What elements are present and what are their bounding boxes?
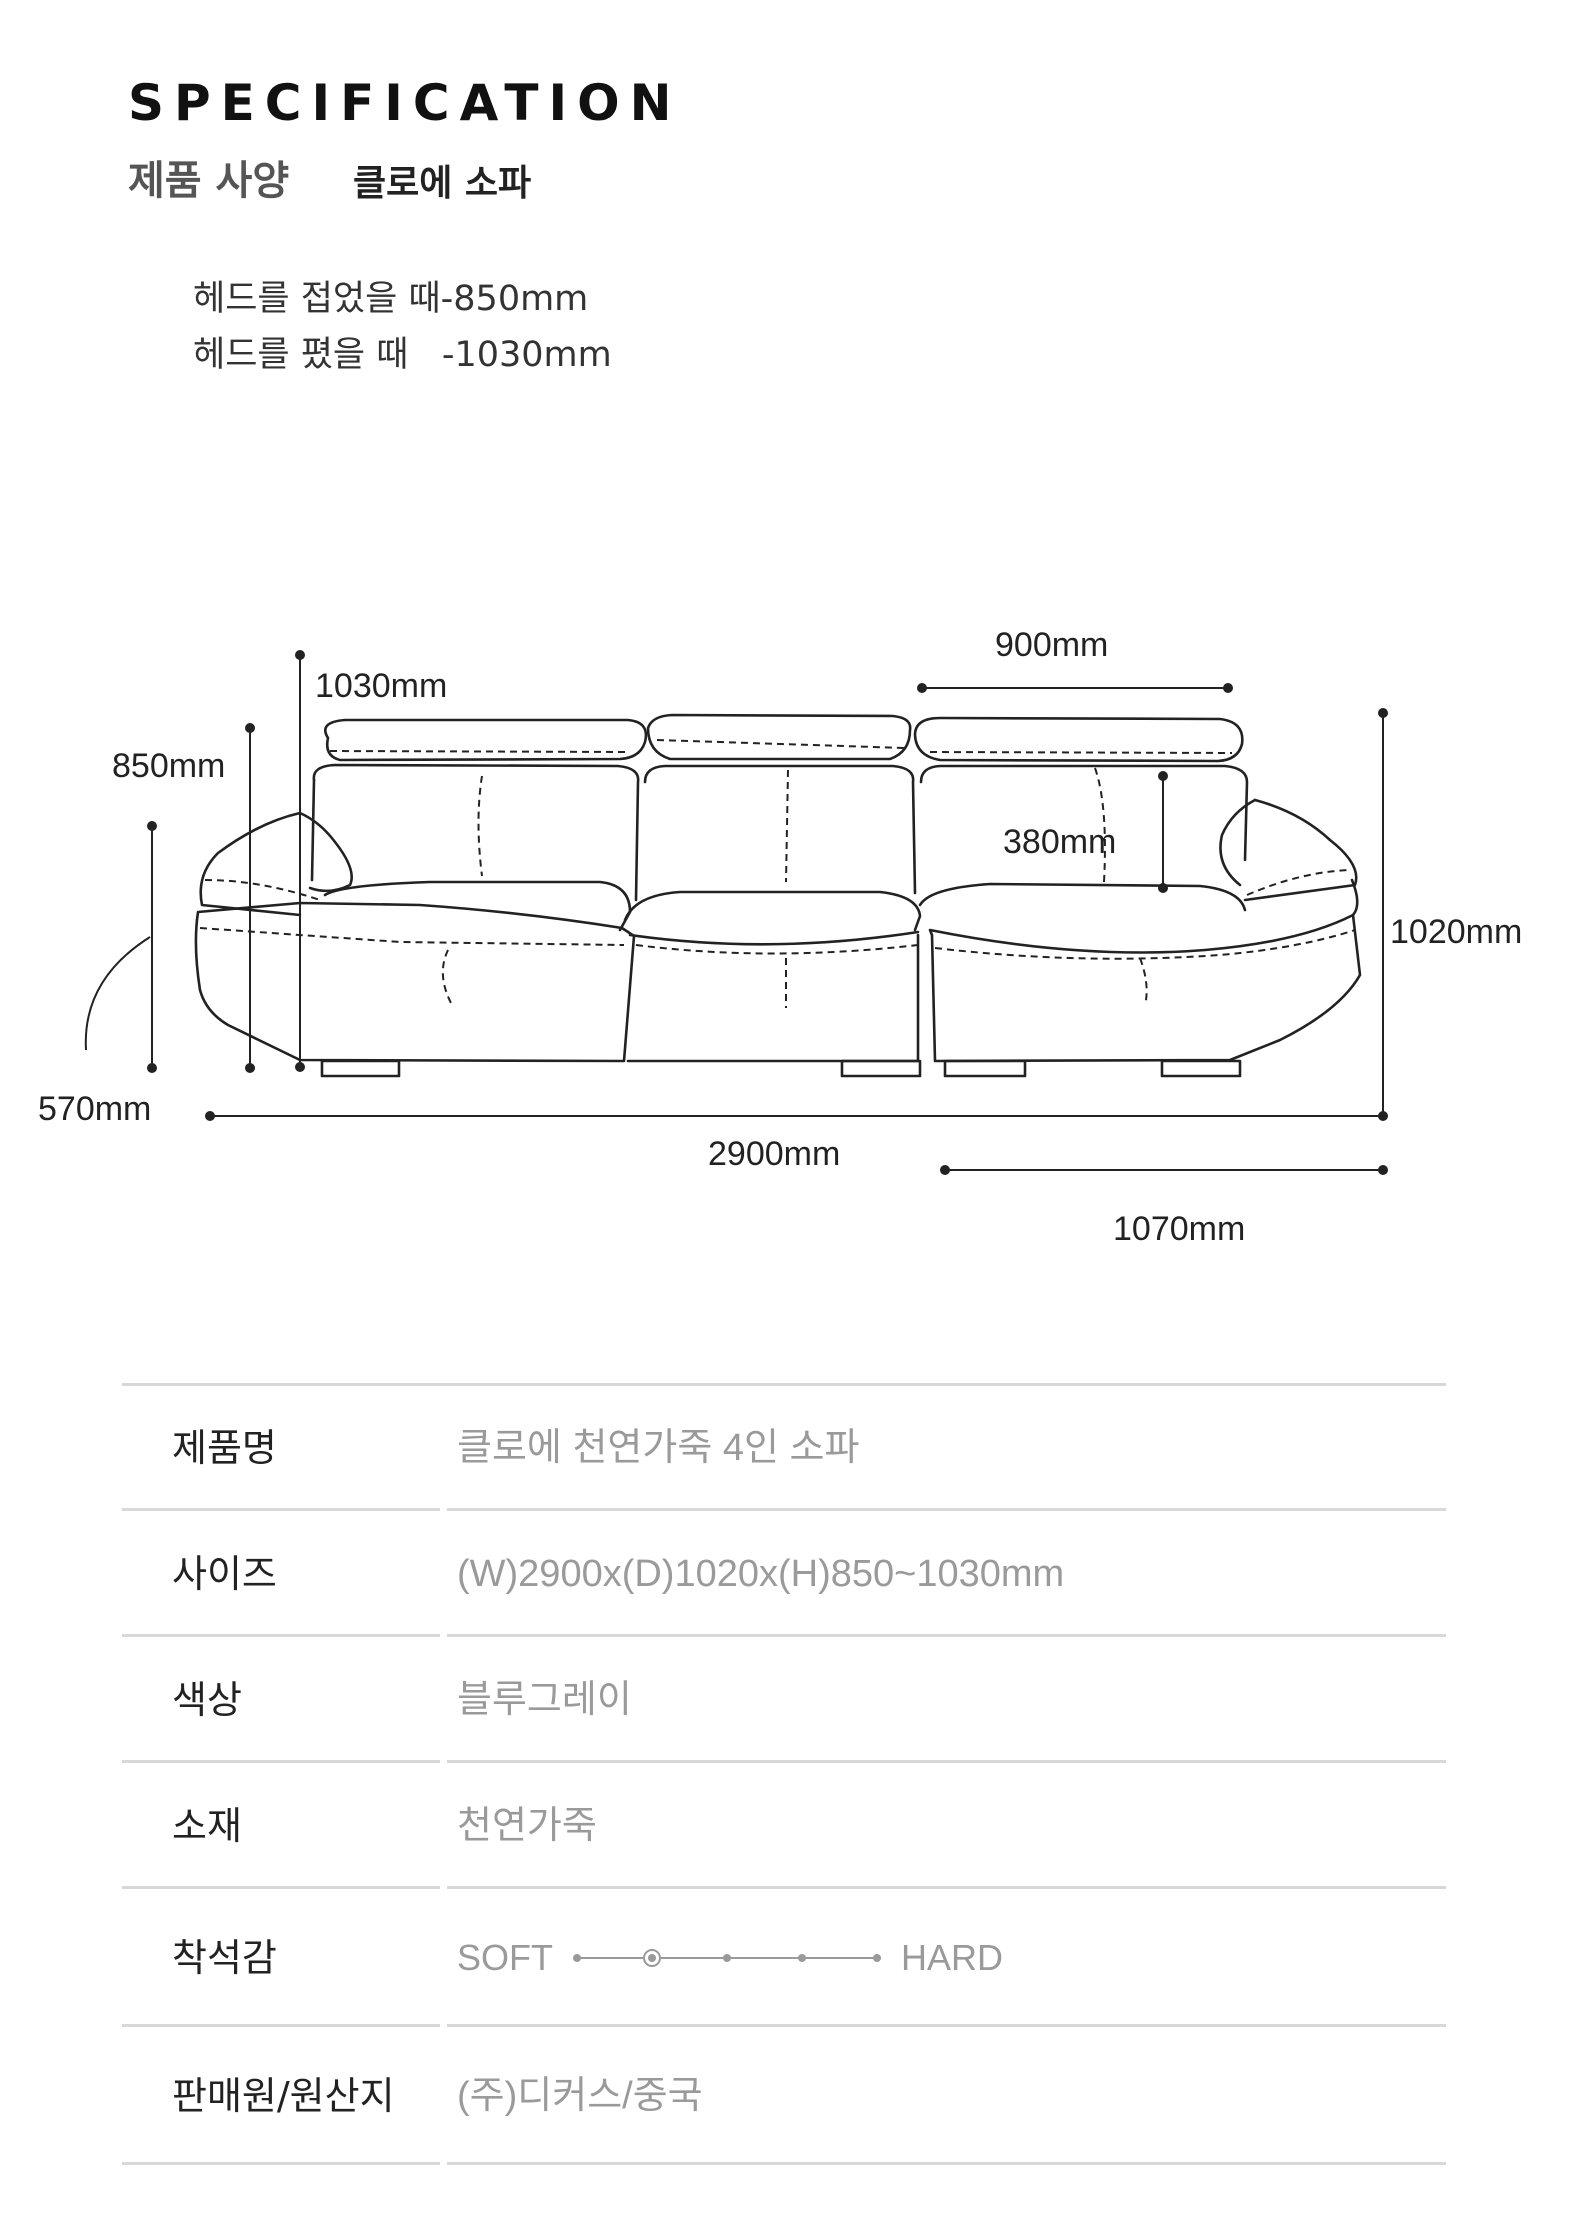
firmness-track	[573, 1949, 881, 1967]
note-folded: 헤드를 접었을 때-850mm	[193, 279, 589, 319]
spec-row-material: 소재 천연가죽	[122, 1763, 1446, 1889]
spec-key: 사이즈	[172, 1552, 277, 1596]
dim-back-depth: 380mm	[1003, 823, 1116, 861]
spec-key: 제품명	[172, 1426, 277, 1470]
page-title: SPECIFICATION	[128, 74, 682, 132]
spec-row-firmness: 착석감 SOFT HARD	[122, 1889, 1446, 2027]
spec-value: 천연가죽	[457, 1805, 597, 1847]
spec-key: 착석감	[172, 1936, 277, 1980]
spec-row-size: 사이즈 (W)2900x(D)1020x(H)850~1030mm	[122, 1511, 1446, 1637]
spec-value: (W)2900x(D)1020x(H)850~1030mm	[457, 1553, 1065, 1595]
section-subtitle: 제품 사양	[128, 158, 290, 204]
firmness-scale: SOFT HARD	[457, 1889, 1003, 2027]
headrest-left	[324, 718, 648, 762]
spec-row-color: 색상 블루그레이	[122, 1637, 1446, 1763]
dim-width: 2900mm	[708, 1135, 840, 1173]
firmness-soft-label: SOFT	[457, 1937, 553, 1978]
dim-seat-width: 1070mm	[1113, 1210, 1245, 1248]
dim-seat-height: 570mm	[38, 1090, 151, 1128]
product-short-name: 클로에 소파	[353, 163, 532, 204]
sofa-dimension-drawing: 1030mm 850mm 570mm 900mm 380mm 1020mm 29…	[38, 626, 1522, 1248]
dim-head-down-height: 850mm	[112, 747, 225, 785]
spec-value: 블루그레이	[457, 1679, 632, 1721]
spec-value: 클로에 천연가죽 4인 소파	[457, 1427, 860, 1469]
spec-value: (주)디커스/중국	[457, 2075, 703, 2117]
firmness-level-dot	[798, 1954, 806, 1962]
spec-table-top-rule	[122, 1383, 1446, 1386]
headrest-right	[913, 716, 1244, 763]
spec-table: 제품명 클로에 천연가죽 4인 소파 사이즈 (W)2900x(D)1020x(…	[122, 1385, 1446, 2165]
firmness-level-dot	[648, 1954, 656, 1962]
note-unfolded: 헤드를 폈을 때 -1030mm	[193, 335, 612, 375]
headrest-center	[646, 713, 912, 761]
spec-key: 소재	[172, 1804, 242, 1848]
spec-key: 색상	[172, 1678, 242, 1722]
spec-row-name: 제품명 클로에 천연가죽 4인 소파	[122, 1385, 1446, 1511]
dim-depth: 1020mm	[1390, 913, 1522, 951]
dim-head-up-height: 1030mm	[315, 667, 447, 705]
spec-key: 판매원/원산지	[172, 2074, 395, 2118]
sofa-base-outline	[194, 901, 636, 1063]
firmness-level-dot	[873, 1954, 881, 1962]
firmness-level-dot	[723, 1954, 731, 1962]
firmness-hard-label: HARD	[901, 1937, 1004, 1978]
firmness-level-dot	[573, 1954, 581, 1962]
spec-row-origin: 판매원/원산지 (주)디커스/중국	[122, 2027, 1446, 2165]
dim-head-width: 900mm	[995, 626, 1108, 664]
